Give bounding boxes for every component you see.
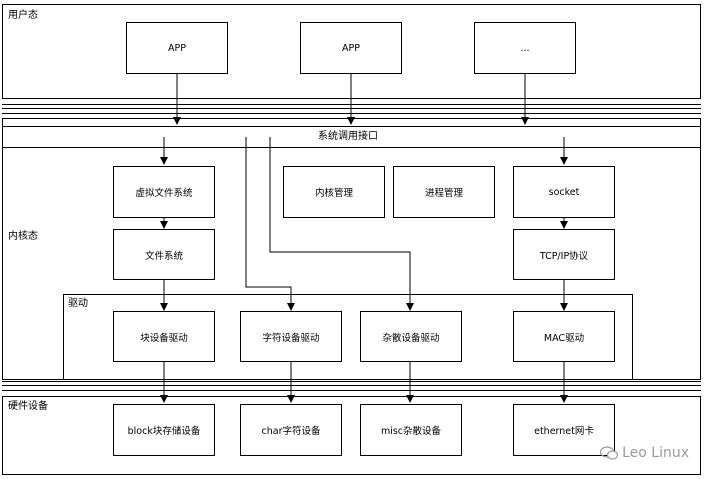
kernel-space-label: 内核态 (8, 231, 38, 242)
wechat-icon (600, 446, 619, 460)
block-device-box: block块存储设备 (113, 404, 215, 456)
char-device-box: char字符设备 (240, 404, 342, 456)
drivers-label: 驱动 (68, 298, 88, 309)
syscall-interface-label: 系统调用接口 (318, 131, 378, 142)
socket-box: socket (513, 166, 615, 218)
more-apps-box: ... (474, 22, 576, 74)
memory-management-box: 内核管理 (283, 166, 385, 218)
hardware-label: 硬件设备 (8, 401, 48, 412)
app-box: APP (126, 22, 228, 74)
ethernet-card-box: ethernet网卡 (513, 404, 615, 456)
watermark-text: Leo Linux (622, 445, 689, 461)
tcpip-box: TCP/IP协议 (513, 229, 615, 280)
misc-device-box: misc杂散设备 (360, 404, 462, 456)
filesystem-box: 文件系统 (113, 229, 215, 280)
syscall-interface-bar (2, 126, 701, 148)
separator-line (2, 390, 701, 391)
hardware-region (2, 396, 701, 475)
misc-driver-box: 杂散设备驱动 (360, 311, 462, 362)
block-driver-box: 块设备驱动 (113, 311, 215, 362)
vfs-box: 虚拟文件系统 (113, 166, 215, 218)
separator-line (2, 385, 701, 386)
user-space-label: 用户态 (8, 10, 38, 21)
watermark: Leo Linux (600, 445, 689, 461)
process-management-box: 进程管理 (393, 166, 495, 218)
app-box: APP (300, 22, 402, 74)
separator-line (2, 381, 701, 382)
drivers-region (63, 294, 633, 380)
char-driver-box: 字符设备驱动 (240, 311, 342, 362)
mac-driver-box: MAC驱动 (513, 311, 615, 362)
